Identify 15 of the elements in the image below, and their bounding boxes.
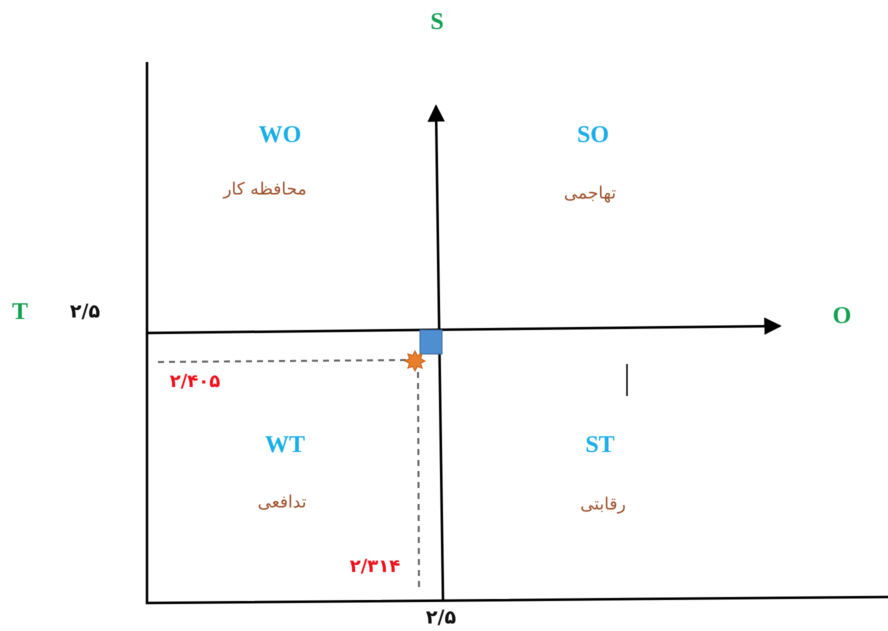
axis-value: ۲/۵ xyxy=(426,608,456,628)
axis-label: O xyxy=(832,302,852,330)
quadrant-label: WT xyxy=(265,432,305,458)
score-value: ۲/۴۰۵ xyxy=(170,372,220,392)
score-value: ۲/۳۱۴ xyxy=(350,557,400,577)
quadrant-label: WO xyxy=(258,122,302,148)
axis-value: ۲/۵ xyxy=(70,302,100,322)
quadrant-label: ST xyxy=(585,432,615,458)
strategy-label: رقابتی xyxy=(580,496,626,514)
axis-label: S xyxy=(430,8,444,36)
strategy-label: تهاجمی xyxy=(564,184,616,204)
strategy-label: محافظه کار xyxy=(223,180,307,200)
quadrant-label: SO xyxy=(577,122,609,148)
axis-label: T xyxy=(12,298,28,326)
strategy-label: تدافعی xyxy=(258,494,306,512)
